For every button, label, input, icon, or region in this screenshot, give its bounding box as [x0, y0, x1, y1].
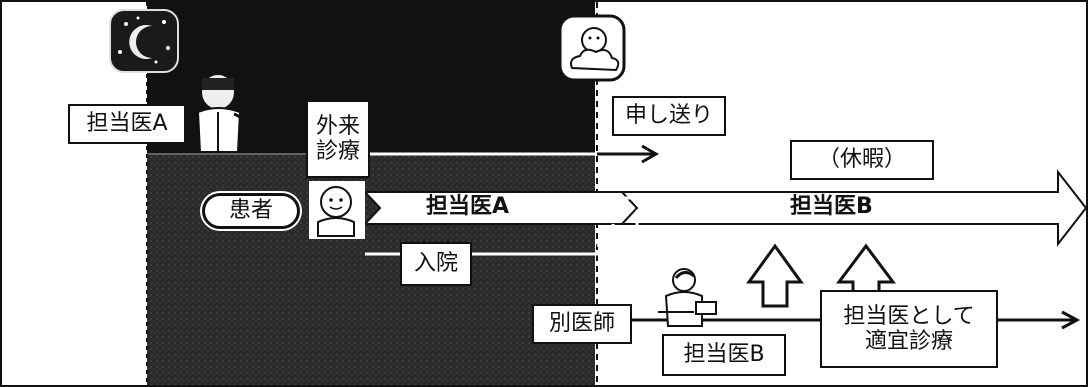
handover-label: 申し送り [612, 96, 726, 136]
night-region-lower [147, 154, 595, 385]
other-doctor-label: 別医師 [532, 304, 632, 344]
doctor-a-label: 担当医A [68, 104, 186, 144]
outpatient-label: 外来 診療 [306, 100, 370, 178]
admission-label: 入院 [400, 242, 472, 286]
baby-patient-icon [309, 181, 365, 239]
doctor-b-icon [658, 268, 717, 327]
night-moon-icon [109, 9, 179, 73]
arrow-doctor-a-label: 担当医A [426, 194, 510, 219]
doctor-a-icon [196, 73, 249, 153]
as-doctor-label-line2: 適宜診療 [864, 329, 953, 354]
as-doctor-label-line1: 担当医として [843, 303, 975, 329]
day-sun-cloud-icon [558, 14, 626, 82]
patient-label: 患者 [202, 193, 300, 229]
outpatient-label-line2: 診療 [315, 139, 360, 164]
doctor-b-arrow [619, 169, 1088, 247]
outpatient-label-line1: 外来 [315, 113, 360, 139]
arrow-doctor-b-label: 担当医B [790, 194, 873, 219]
other-doctor-arrowhead [1061, 310, 1081, 330]
up-arrow-1 [746, 243, 804, 308]
doctor-b-box-label: 担当医B [662, 334, 786, 376]
as-doctor-label: 担当医として 適宜診療 [820, 290, 998, 368]
handover-arrowhead [641, 144, 660, 164]
vacation-label: （休暇） [790, 140, 934, 180]
dashed-down-arrow [596, 196, 654, 285]
